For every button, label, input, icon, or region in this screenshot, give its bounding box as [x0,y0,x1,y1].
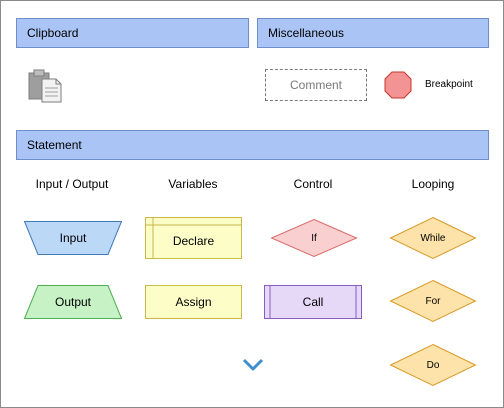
assign-shape[interactable]: Assign [145,285,242,319]
input-output-heading: Input / Output [35,177,109,191]
do-shape[interactable]: Do [389,343,477,387]
looping-heading: Looping [411,177,455,191]
while-shape[interactable]: While [389,216,477,260]
control-heading: Control [293,177,333,191]
miscellaneous-header: Miscellaneous [257,18,489,48]
if-label: If [311,232,317,244]
input-label: Input [59,231,87,245]
output-shape[interactable]: Output [23,285,123,319]
clipboard-icon[interactable] [28,69,64,103]
comment-shape[interactable]: Comment [265,69,367,101]
input-shape[interactable]: Input [23,221,123,255]
chevron-down-icon[interactable] [242,357,264,373]
do-label: Do [426,359,440,371]
statement-header: Statement [16,130,489,160]
call-shape[interactable]: Call [264,285,362,319]
for-shape[interactable]: For [389,279,477,323]
for-label: For [425,295,441,307]
declare-shape[interactable]: Declare [145,217,242,259]
breakpoint-label: Breakpoint [425,79,473,90]
output-label: Output [54,295,92,309]
declare-label: Declare [172,234,215,248]
variables-heading: Variables [168,177,218,191]
assign-label: Assign [175,295,212,309]
if-shape[interactable]: If [270,218,358,258]
while-label: While [420,232,446,244]
call-label: Call [302,295,324,309]
breakpoint-shape[interactable] [384,71,412,99]
clipboard-header: Clipboard [16,18,249,48]
